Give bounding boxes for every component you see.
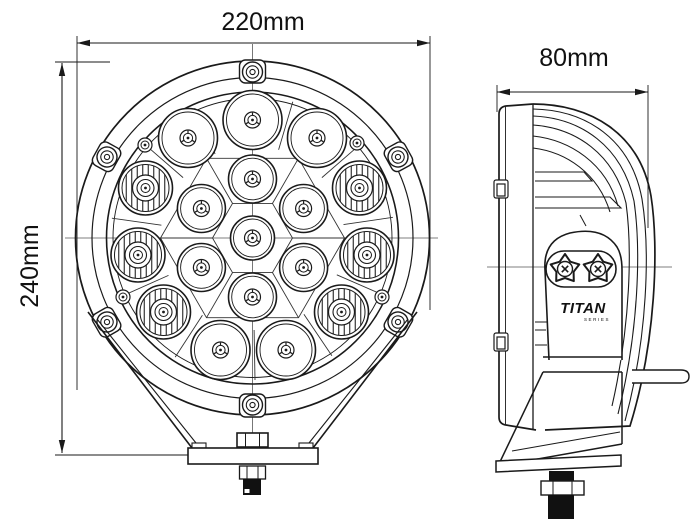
rear-rod [632, 369, 690, 384]
front-view: 220mm 240mm [16, 8, 438, 495]
arrowhead-left-icon [497, 88, 510, 96]
side-foot [495, 356, 623, 519]
side-clips [493, 179, 509, 352]
dimension-depth-label: 80mm [539, 44, 608, 72]
arrowhead-right-icon [417, 39, 430, 47]
dimension-height: 240mm [16, 61, 188, 456]
dimension-width-label: 220mm [221, 8, 304, 36]
side-body [498, 103, 656, 431]
arrowhead-right-icon [635, 88, 648, 96]
arrowhead-left-icon [77, 39, 90, 47]
arrowhead-up-icon [58, 63, 66, 76]
reflector-web [111, 101, 393, 381]
dimension-width: 220mm [76, 8, 431, 390]
dimension-height-label: 240mm [16, 224, 44, 307]
side-view: TITAN SERIES 80mm [487, 44, 690, 519]
side-bracket: TITAN SERIES [544, 230, 623, 361]
arrowhead-down-icon [58, 440, 66, 453]
front-mounting-bracket [87, 311, 418, 495]
dimension-depth: 80mm [496, 44, 649, 228]
brand-logo: TITAN [560, 300, 606, 317]
brand-logo-subtext: SERIES [584, 317, 610, 322]
